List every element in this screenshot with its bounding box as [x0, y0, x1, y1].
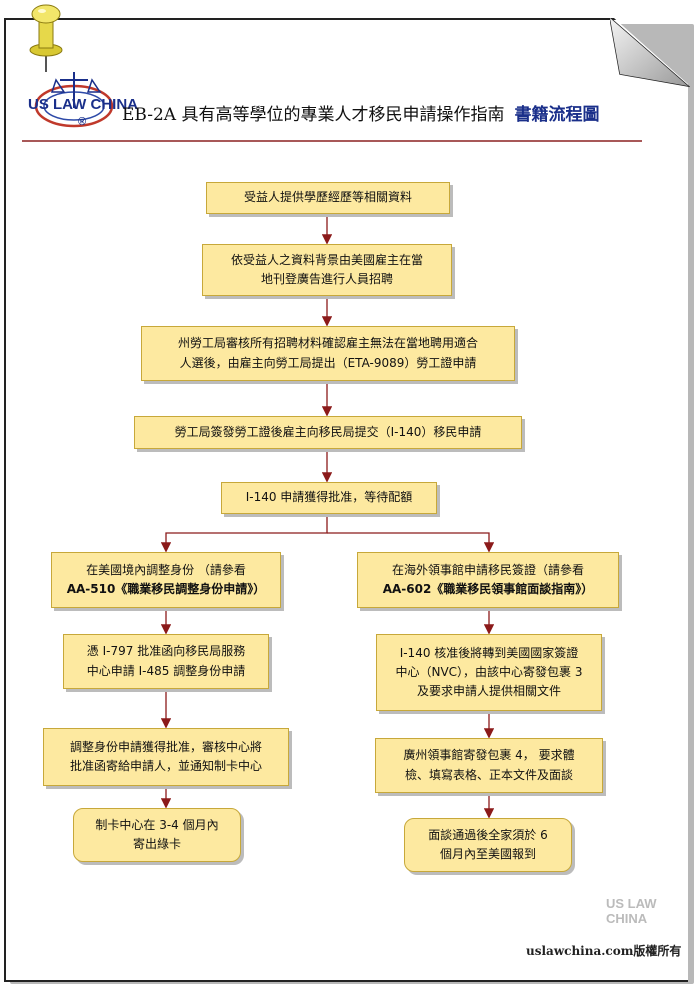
- copyright-notice: uslawchina.com版權所有: [526, 944, 682, 958]
- page-curl: [610, 18, 690, 88]
- step-recruitment-ad: 依受益人之資料背景由美國雇主在當 地刊登廣告進行人員招聘: [202, 244, 452, 296]
- right-report-to-us: 面談通過後全家須於 6 個月內至美國報到: [404, 818, 572, 872]
- pushpin-icon: [29, 4, 63, 72]
- step2-line1: 依受益人之資料背景由美國雇主在當: [230, 252, 423, 267]
- logo-text: US LAW CHINA: [28, 96, 138, 113]
- left-c-line2: 批准函寄給申請人，並通知制卡中心: [69, 759, 262, 773]
- step2-line2: 地刊登廣告進行人員招聘: [260, 272, 393, 286]
- right-b-line2: 中心（NVC），由該中心寄發包裹 3: [395, 664, 583, 679]
- right-b-line3: 及要求申請人提供相關文件: [416, 684, 561, 699]
- right-b-line1: I-140 核准後將轉到美國國家簽證: [399, 645, 579, 660]
- right-a-line2: AA-602《職業移民領事館面談指南》）: [382, 582, 594, 596]
- title-subtitle: 書籍流程圖: [514, 105, 600, 125]
- right-c-line1: 廣州領事館寄發包裹 4， 要求體: [403, 748, 575, 763]
- step-i140-approved: I-140 申請獲得批准，等待配額: [221, 482, 437, 514]
- right-nvc-transfer: I-140 核准後將轉到美國國家簽證 中心（NVC），由該中心寄發包裹 3 及要…: [376, 634, 602, 711]
- right-c-line2: 檢、填寫表格、正本文件及面談: [404, 767, 573, 782]
- step-labor-certification: 州勞工局審核所有招聘材料確認雇主無法在當地聘用適合 人選後，由雇主向勞工局提出（…: [141, 326, 515, 381]
- left-adjust-status: 在美國境內調整身份 （請參看 AA-510《職業移民調整身份申請》）: [51, 552, 281, 608]
- page-title: EB-2A 具有高等學位的專業人才移民申請操作指南書籍流程圖: [122, 100, 662, 125]
- step-provide-documents: 受益人提供學歷經歷等相關資料: [206, 182, 450, 214]
- left-d-line2: 寄出綠卡: [132, 837, 181, 851]
- right-d-line2: 個月內至美國報到: [439, 847, 536, 861]
- right-a-line1: 在海外領事館申請移民簽證（請參看: [391, 562, 584, 577]
- logo-wordmark: US LAW CHINA ®: [28, 96, 138, 128]
- step-i140-filing: 勞工局簽發勞工證後雇主向移民局提交（I-140）移民申請: [134, 416, 522, 449]
- left-adjustment-approved: 調整身份申請獲得批准，審核中心將 批准函寄給申請人，並通知制卡中心: [43, 728, 289, 786]
- registered-mark: ®: [78, 116, 87, 128]
- step4-text: 勞工局簽發勞工證後雇主向移民局提交（I-140）移民申請: [174, 424, 482, 439]
- right-d-line1: 面談通過後全家須於 6: [428, 827, 548, 842]
- left-b-line1: 憑 I-797 批准函向移民局服務: [86, 644, 246, 659]
- uslawchina-logo-icon: [34, 72, 114, 128]
- title-text: EB-2A 具有高等學位的專業人才移民申請操作指南: [122, 105, 505, 125]
- step3-line2: 人選後，由雇主向勞工局提出（ETA-9089）勞工證申請: [179, 355, 477, 370]
- left-a-line1: 在美國境內調整身份 （請參看: [86, 562, 246, 577]
- step5-text: I-140 申請獲得批准，等待配額: [245, 490, 413, 505]
- left-green-card-mailed: 制卡中心在 3-4 個月內 寄出綠卡: [73, 808, 241, 862]
- left-b-line2: 中心申請 I-485 調整身份申請: [86, 663, 246, 678]
- left-i485-filing: 憑 I-797 批准函向移民局服務 中心申請 I-485 調整身份申請: [63, 634, 269, 689]
- logo-watermark: US LAW CHINA: [606, 896, 657, 926]
- right-consular-processing: 在海外領事館申請移民簽證（請參看 AA-602《職業移民領事館面談指南》）: [357, 552, 619, 608]
- title-underline: [22, 140, 642, 142]
- left-a-line2: AA-510《職業移民調整身份申請》）: [66, 582, 266, 596]
- left-c-line1: 調整身份申請獲得批准，審核中心將: [69, 739, 262, 754]
- right-packet-4-interview: 廣州領事館寄發包裹 4， 要求體 檢、填寫表格、正本文件及面談: [375, 738, 603, 793]
- step3-line1: 州勞工局審核所有招聘材料確認雇主無法在當地聘用適合: [177, 336, 478, 351]
- step1-text: 受益人提供學歷經歷等相關資料: [243, 190, 412, 205]
- left-d-line1: 制卡中心在 3-4 個月內: [95, 817, 219, 832]
